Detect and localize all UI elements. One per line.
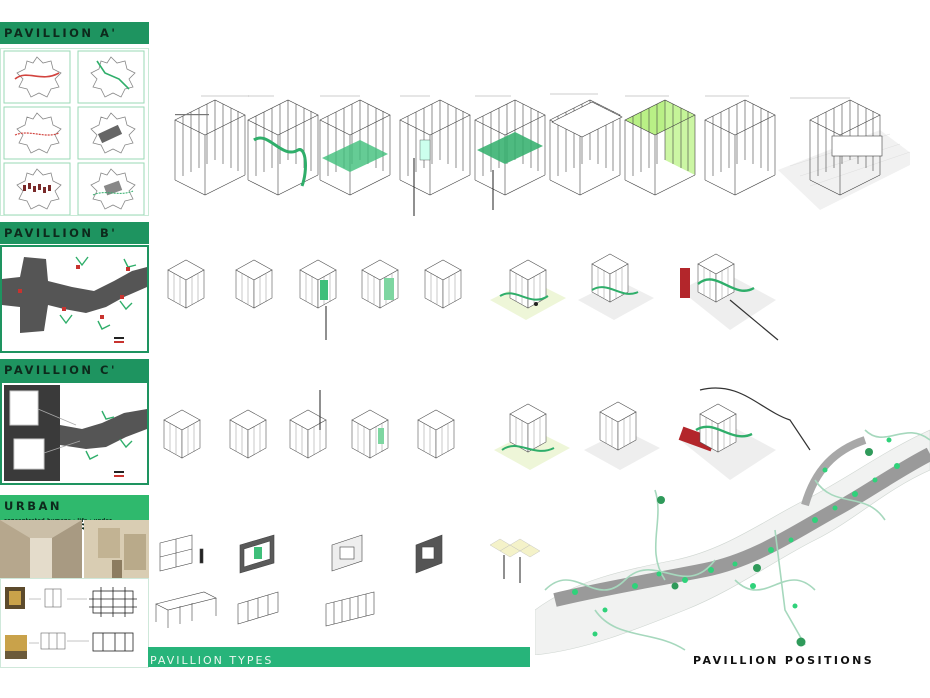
pavilion-a-header: PAVILLION A' — [0, 22, 149, 44]
pavilion-c-header: PAVILLION C' — [0, 359, 149, 381]
pavilion-b-site-plan — [2, 247, 147, 351]
pavilion-types-bar: PAVILLION TYPES — [148, 647, 530, 667]
pavilion-c-title: PAVILLION C' — [4, 363, 117, 377]
pavilion-a-site-panel — [0, 48, 149, 216]
pavilion-b-title: PAVILLION B' — [4, 226, 118, 240]
row-a-diagrams — [174, 93, 910, 216]
pavilion-b-site-panel — [0, 245, 149, 353]
row-b-diagrams — [167, 253, 779, 341]
pavilion-positions-label: PAVILLION POSITIONS — [693, 654, 875, 667]
pavilion-positions-map — [535, 429, 930, 655]
row-c-diagrams — [163, 387, 811, 480]
pavilion-types-label: PAVILLION TYPES — [150, 654, 274, 667]
pavilion-c-site-panel — [0, 381, 149, 485]
urban-furniture-diagrams — [0, 578, 149, 668]
pavilion-a-site-diagrams — [3, 50, 145, 215]
pavilion-c-site-plan — [2, 383, 147, 483]
urban-furniture-header: URBAN FURNITURE concentrated humans · li… — [0, 495, 149, 546]
pavilion-a-title: PAVILLION A' — [4, 26, 118, 40]
pavilion-b-header: PAVILLION B' — [0, 222, 149, 244]
row-d-furniture — [155, 534, 541, 628]
pavilion-types-diagrams — [155, 93, 910, 628]
urban-furniture-street-photos — [0, 520, 149, 578]
